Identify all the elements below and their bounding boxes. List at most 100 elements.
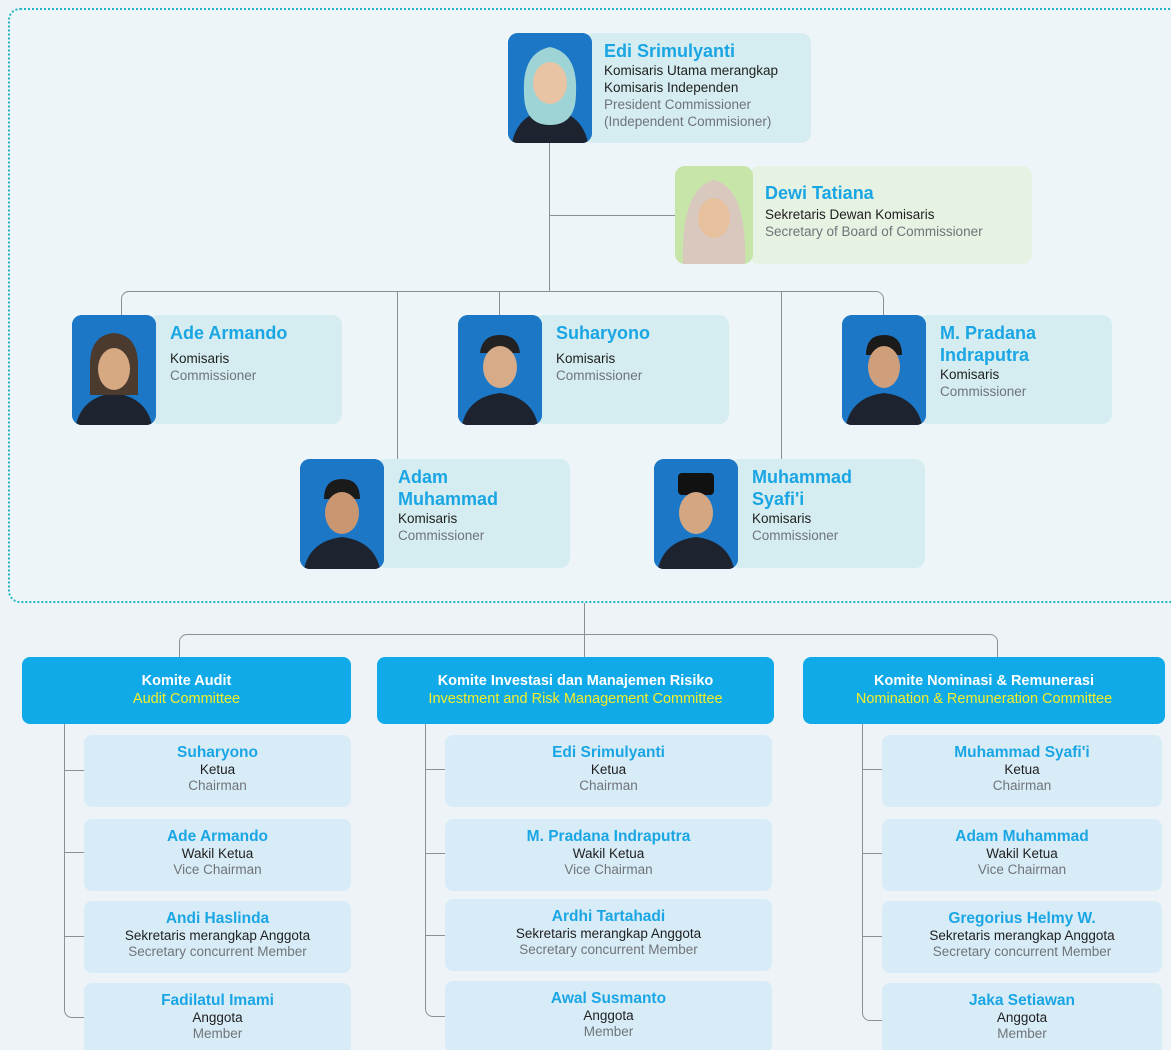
member-role-id: Ketua (199, 762, 236, 777)
connector (121, 291, 884, 315)
member-role-en: Secretary concurrent Member (128, 944, 307, 959)
role-en: (Independent Commisioner) (604, 114, 772, 129)
committee-member-card: Ade Armando Wakil Ketua Vice Chairman (84, 819, 351, 891)
role-id: Komisaris (170, 351, 230, 366)
connector (64, 853, 84, 937)
member-name: Ade Armando (166, 828, 269, 845)
committee-member-card: Andi Haslinda Sekretaris merangkap Anggo… (84, 901, 351, 973)
role-id: Komisaris Utama merangkap (604, 63, 779, 78)
role-en: Commissioner (940, 384, 1027, 399)
member-role-id: Wakil Ketua (986, 846, 1058, 861)
person-photo (842, 315, 926, 425)
person-photo (300, 459, 384, 569)
role-en: Commissioner (170, 368, 257, 383)
member-role-en: Secretary concurrent Member (519, 942, 698, 957)
member-role-id: Anggota (192, 1010, 243, 1025)
connector (584, 603, 586, 634)
commissioner-card: Muhammad Syafi'i Komisaris Commissioner (654, 459, 925, 569)
committee-title-id: Komite Investasi dan Manajemen Risiko (437, 673, 714, 689)
connector (862, 770, 882, 854)
person-photo (508, 33, 592, 143)
member-name: Jaka Setiawan (969, 992, 1075, 1009)
member-name: Andi Haslinda (165, 910, 270, 927)
connector (425, 770, 445, 854)
member-name: M. Pradana Indraputra (526, 828, 691, 845)
member-role-id: Sekretaris merangkap Anggota (124, 928, 311, 943)
connector (862, 854, 882, 937)
connector (862, 937, 882, 1021)
commissioner-card: M. Pradana Indraputra Komisaris Commissi… (842, 315, 1112, 425)
committee-title-id: Komite Nominasi & Remunerasi (874, 673, 1094, 689)
committee-member-card: Suharyono Ketua Chairman (84, 735, 351, 807)
committee-title-en: Investment and Risk Management Committee (428, 691, 723, 707)
connector (781, 291, 783, 459)
member-role-en: Chairman (579, 778, 638, 793)
member-name: Suharyono (177, 744, 258, 761)
committee-member-card: Awal Susmanto Anggota Member (445, 981, 772, 1050)
role-id: Komisaris (556, 351, 616, 366)
committee-title-en: Nomination & Remuneration Committee (855, 691, 1113, 707)
member-role-id: Anggota (996, 1010, 1048, 1025)
person-name: Ade Armando (170, 323, 288, 343)
role-en: President Commissioner (604, 97, 752, 112)
person-name: Muhammad Syafi'i (752, 467, 853, 509)
committee-title-en: Audit Committee (132, 691, 241, 707)
commissioner-card: Suharyono Komisaris Commissioner (458, 315, 729, 425)
member-role-en: Secretary concurrent Member (932, 944, 1112, 959)
role-en: Commissioner (398, 528, 485, 543)
member-role-en: Vice Chairman (173, 862, 262, 877)
member-role-en: Vice Chairman (977, 862, 1067, 877)
member-role-id: Wakil Ketua (181, 846, 254, 861)
person-photo (72, 315, 156, 425)
role-id: Komisaris Independen (604, 80, 739, 95)
member-name: Muhammad Syafi'i (954, 744, 1090, 761)
member-name: Gregorius Helmy W. (948, 910, 1096, 927)
connector (425, 854, 445, 936)
role-id: Sekretaris Dewan Komisaris (765, 207, 935, 222)
board-secretary-card: Dewi Tatiana Sekretaris Dewan Komisaris … (675, 166, 1032, 264)
member-role-en: Member (583, 1024, 634, 1039)
connector (64, 724, 84, 771)
member-name: Edi Srimulyanti (552, 744, 665, 761)
committee-member-card: Adam Muhammad Wakil Ketua Vice Chairman (882, 819, 1162, 891)
commissioner-card: Ade Armando Komisaris Commissioner (72, 315, 342, 425)
role-id: Komisaris (940, 367, 1000, 382)
member-role-id: Anggota (583, 1008, 634, 1023)
role-en: Commissioner (752, 528, 839, 543)
member-role-id: Wakil Ketua (572, 846, 645, 861)
member-role-id: Sekretaris merangkap Anggota (929, 928, 1115, 943)
committee-header-audit: Komite Audit Audit Committee (22, 657, 351, 724)
member-role-id: Sekretaris merangkap Anggota (515, 926, 702, 941)
member-name: Ardhi Tartahadi (551, 908, 666, 925)
member-role-en: Member (192, 1026, 243, 1041)
committee-member-card: Edi Srimulyanti Ketua Chairman (445, 735, 772, 807)
connector (584, 634, 586, 658)
member-role-id: Ketua (590, 762, 627, 777)
connector (862, 724, 882, 770)
member-name: Fadilatul Imami (161, 992, 274, 1009)
president-commissioner-card: Edi Srimulyanti Komisaris Utama merangka… (508, 33, 811, 143)
member-role-en: Chairman (992, 778, 1052, 793)
member-role-id: Ketua (1004, 762, 1040, 777)
person-name: Adam Muhammad (398, 467, 499, 509)
committee-header-nomination-remuneration: Komite Nominasi & Remunerasi Nomination … (803, 657, 1165, 724)
member-role-en: Member (997, 1026, 1047, 1041)
connector (549, 215, 675, 217)
committee-member-card: M. Pradana Indraputra Wakil Ketua Vice C… (445, 819, 772, 891)
role-id: Komisaris (398, 511, 458, 526)
committee-title-id: Komite Audit (141, 673, 232, 689)
member-name: Awal Susmanto (550, 990, 667, 1007)
member-role-en: Vice Chairman (564, 862, 653, 877)
committee-header-investment-risk: Komite Investasi dan Manajemen Risiko In… (377, 657, 774, 724)
person-photo (675, 166, 753, 264)
person-name: Dewi Tatiana (765, 183, 874, 203)
person-photo (458, 315, 542, 425)
member-name: Adam Muhammad (955, 828, 1089, 845)
connector (397, 291, 399, 459)
committee-member-card: Fadilatul Imami Anggota Member (84, 983, 351, 1050)
person-name: Edi Srimulyanti (604, 41, 736, 61)
person-photo (654, 459, 738, 569)
connector (64, 937, 84, 1018)
connector (64, 771, 84, 853)
